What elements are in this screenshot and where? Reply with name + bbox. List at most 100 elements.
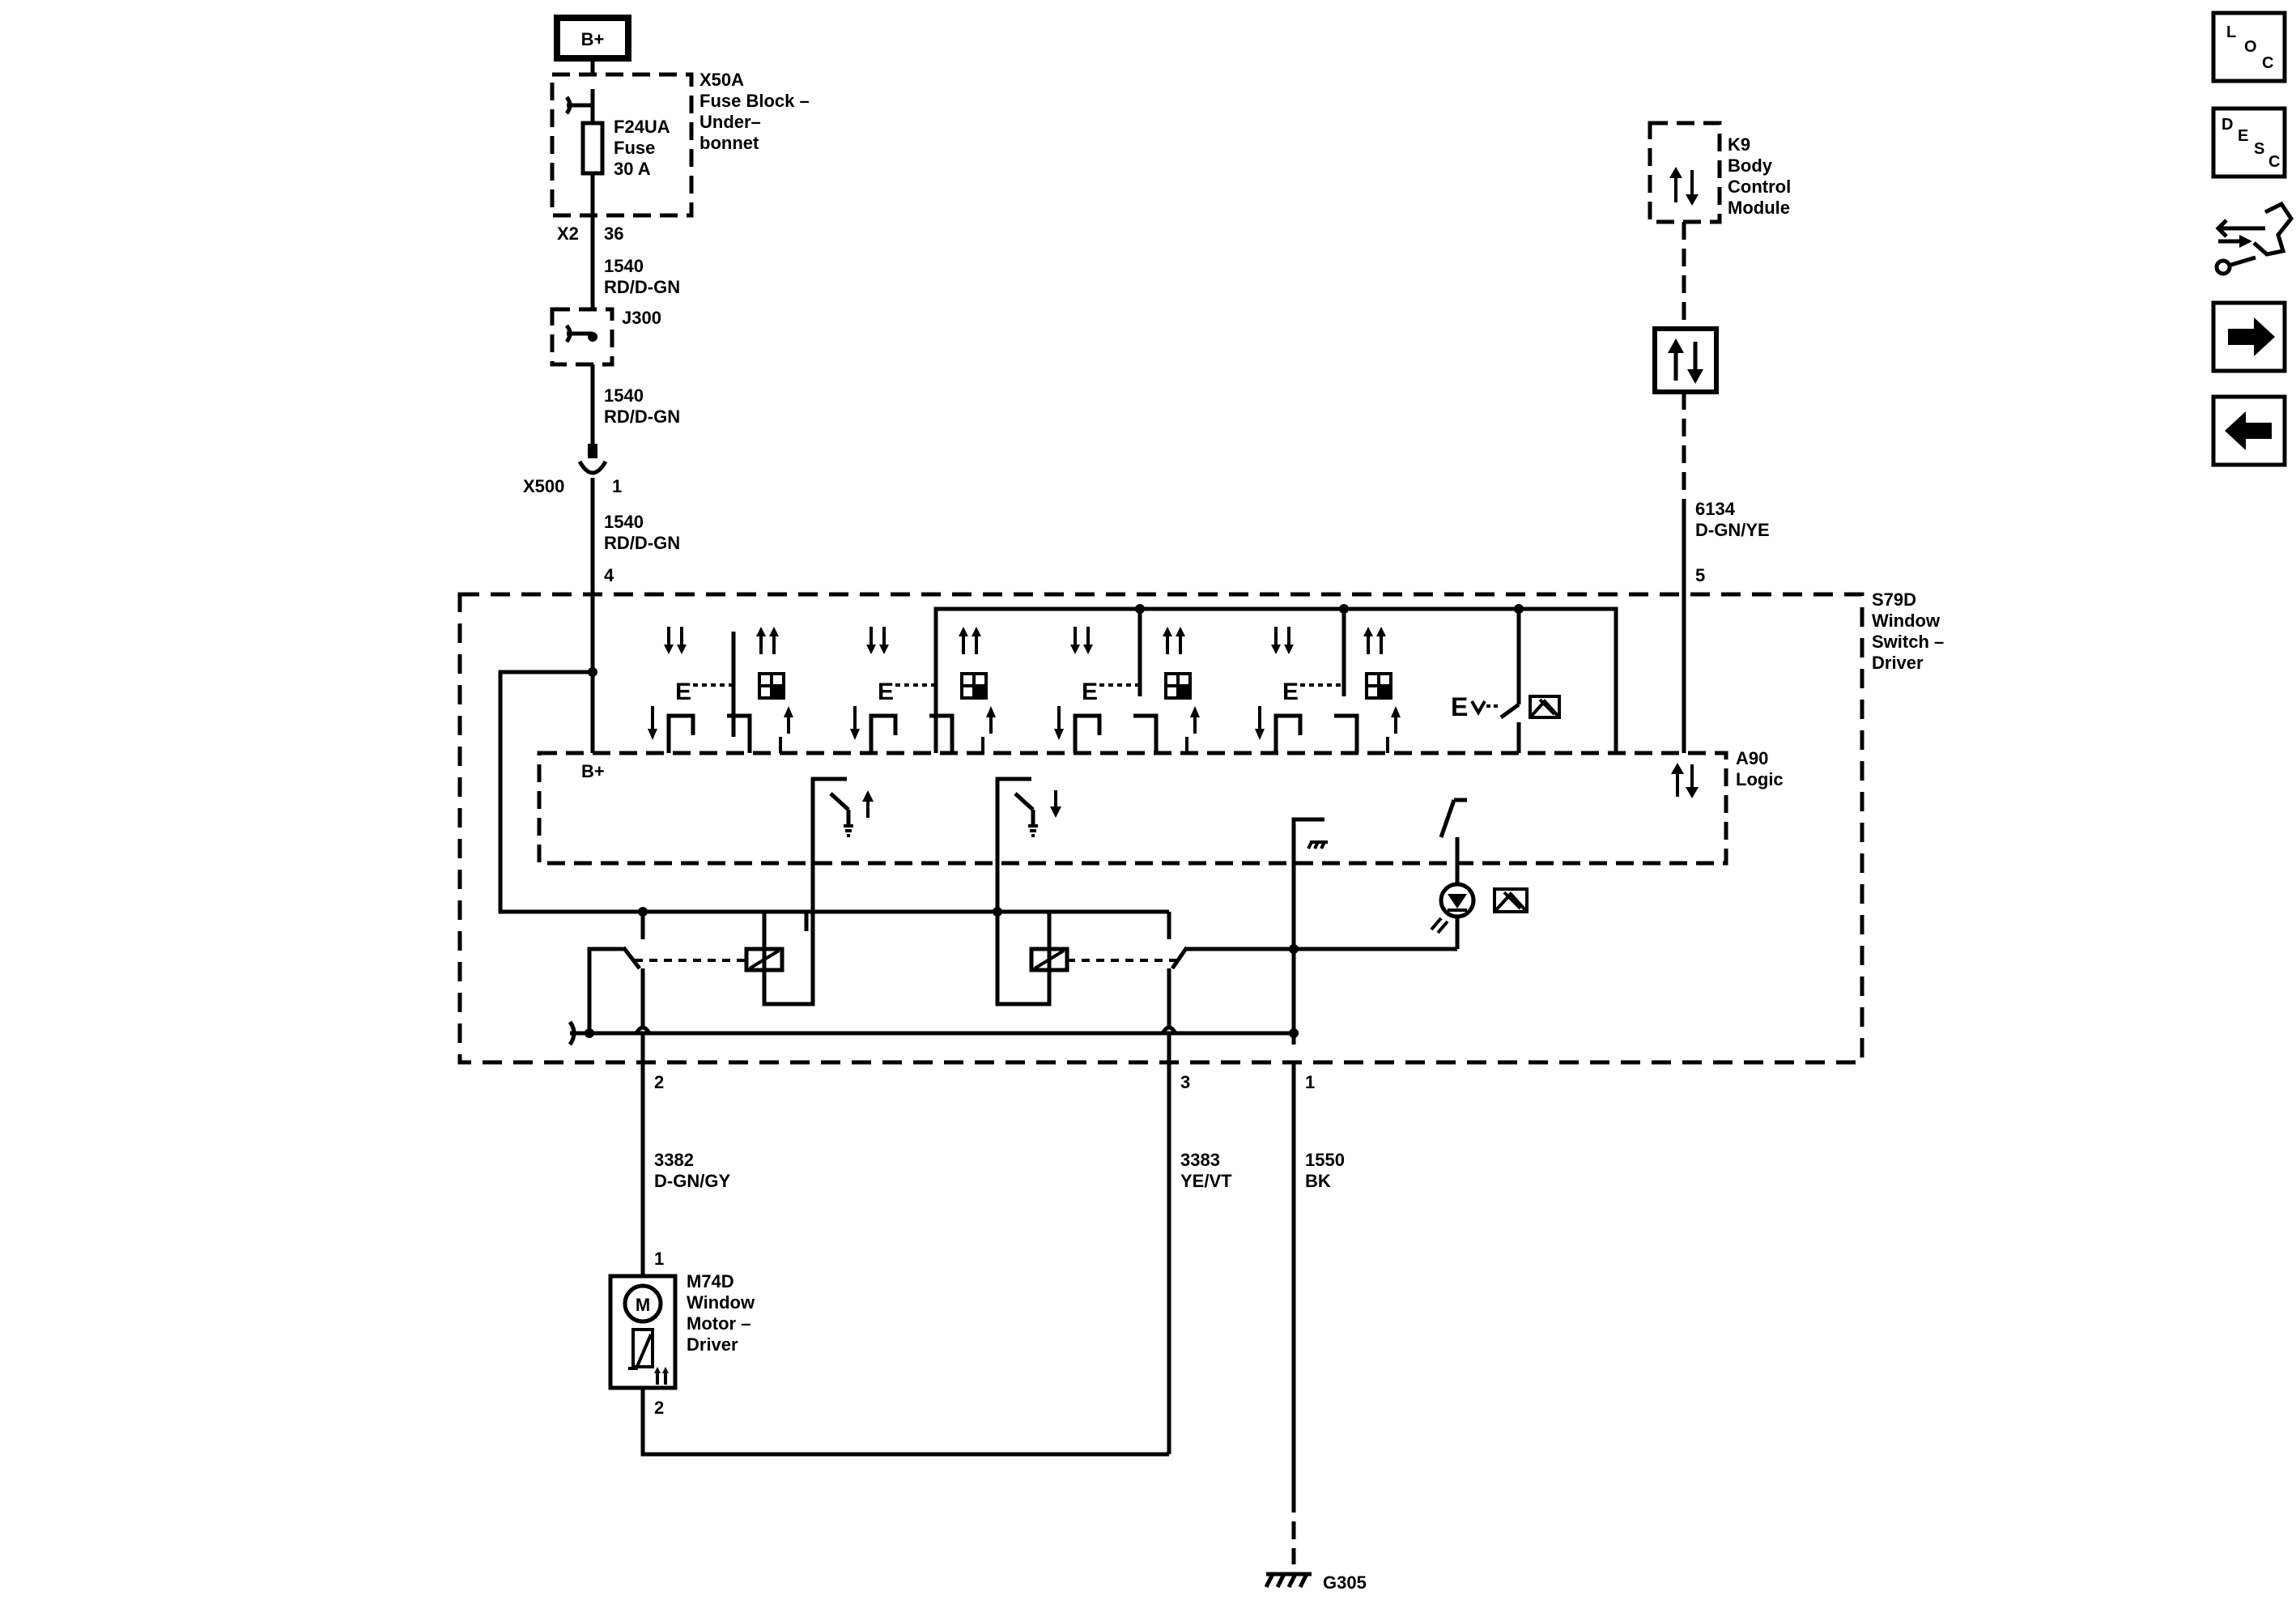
splice-j300-label: J300 bbox=[622, 308, 661, 328]
description-icon: D E S C bbox=[2222, 116, 2280, 171]
pin-1: 1 bbox=[1305, 1072, 1315, 1092]
svg-text:E: E bbox=[2238, 127, 2248, 145]
bcm-name-3: Module bbox=[1728, 198, 1790, 218]
window-lockout-switch: E bbox=[1451, 692, 1561, 753]
motor-name-1: Window bbox=[687, 1292, 755, 1313]
location-icon: L O C bbox=[2226, 23, 2273, 72]
wire-1540-c-color: RD/D-GN bbox=[604, 533, 680, 553]
wire-1540-b-color: RD/D-GN bbox=[604, 406, 680, 427]
next-arrow-icon bbox=[2228, 317, 2275, 356]
motor-id: M74D bbox=[687, 1271, 734, 1291]
logic-driver-up bbox=[810, 777, 874, 912]
logic-name: Logic bbox=[1736, 769, 1784, 789]
wire-1540-c-circuit: 1540 bbox=[604, 512, 644, 532]
connector-x500: X500 1 bbox=[523, 444, 622, 496]
fuse-block-name-1: Fuse Block – bbox=[699, 91, 810, 111]
switch-group-2: E bbox=[850, 627, 996, 753]
wire-3382-circuit: 3382 bbox=[654, 1150, 694, 1170]
fuse-block-x50a: X50A Fuse Block – Under– bonnet F24UA Fu… bbox=[550, 70, 810, 218]
fuse-symbol bbox=[580, 121, 605, 176]
back-button[interactable] bbox=[2211, 394, 2287, 467]
switch-group-1: E bbox=[648, 627, 793, 753]
down-arrows-icon bbox=[866, 627, 889, 654]
pin-2: 2 bbox=[654, 1072, 664, 1092]
position-sensor-icon bbox=[960, 672, 988, 700]
svg-text:D: D bbox=[2222, 116, 2233, 134]
switch-name-1: Window bbox=[1872, 611, 1941, 631]
up-arrows-icon bbox=[1163, 627, 1185, 654]
pin-3: 3 bbox=[1180, 1072, 1190, 1092]
motor-symbol: M bbox=[636, 1295, 650, 1315]
connector-x500-pin: 1 bbox=[612, 476, 622, 496]
fuse-label-1: F24UA bbox=[614, 117, 670, 137]
splice-j300: J300 bbox=[550, 307, 661, 367]
logic-driver-down bbox=[995, 777, 1061, 912]
back-arrow-icon bbox=[2225, 411, 2272, 450]
next-button[interactable] bbox=[2211, 300, 2287, 373]
switch-group-3: E bbox=[1054, 627, 1200, 753]
wire-1550-color: BK bbox=[1305, 1171, 1331, 1191]
wire-6134-circuit: 6134 bbox=[1695, 499, 1736, 519]
repair-button[interactable] bbox=[2214, 201, 2294, 276]
down-arrows-icon bbox=[1271, 627, 1294, 654]
desc-button[interactable]: D E S C bbox=[2211, 106, 2287, 179]
relay-down bbox=[995, 912, 1179, 1006]
wire-1540-a-circuit: 1540 bbox=[604, 256, 644, 276]
switch-id: S79D bbox=[1872, 589, 1916, 610]
bcm-name-1: Body bbox=[1728, 155, 1773, 176]
relay-up bbox=[635, 912, 815, 1006]
wire-6134-color: D-GN/YE bbox=[1695, 520, 1770, 540]
svg-text:C: C bbox=[2268, 153, 2280, 171]
ground-label: G305 bbox=[1323, 1572, 1367, 1593]
logic-serial-arrow-icon bbox=[1671, 763, 1699, 798]
loc-button[interactable]: L O C bbox=[2211, 11, 2287, 83]
wire-3382-color: D-GN/GY bbox=[654, 1171, 730, 1191]
fuse-block-name-2: Under– bbox=[699, 112, 761, 132]
svg-text:C: C bbox=[2262, 54, 2273, 72]
body-control-module-k9: K9 Body Control Module bbox=[1648, 121, 1791, 224]
express-mark: E bbox=[675, 679, 691, 705]
switch-name-3: Driver bbox=[1872, 653, 1924, 673]
up-arrow-icon bbox=[862, 790, 874, 818]
illumination-led bbox=[1430, 798, 1529, 949]
lockout-express-mark: E bbox=[1451, 692, 1468, 721]
up-arrows-icon bbox=[756, 627, 779, 654]
fuse-block-id: X50A bbox=[699, 70, 744, 90]
logic-ground bbox=[1291, 817, 1328, 1045]
power-source: B+ bbox=[554, 15, 631, 62]
up-arrows-icon bbox=[1363, 627, 1386, 654]
motor-sensor-arrows-icon bbox=[654, 1367, 669, 1385]
express-mark: E bbox=[1282, 679, 1299, 705]
wire-1540-a-color: RD/D-GN bbox=[604, 277, 680, 297]
express-mark: E bbox=[1082, 679, 1098, 705]
switch-group-4: E bbox=[1255, 627, 1401, 753]
ground-g305: G305 bbox=[1264, 1572, 1367, 1593]
bcm-name-2: Control bbox=[1728, 177, 1791, 197]
fuse-block-name-3: bonnet bbox=[699, 133, 759, 153]
logic-bplus: B+ bbox=[581, 761, 605, 781]
express-mark: E bbox=[878, 679, 894, 705]
serial-data-icon bbox=[1652, 326, 1719, 394]
wire-3383-circuit: 3383 bbox=[1180, 1150, 1220, 1170]
window-switch-s79d: S79D Window Switch – Driver bbox=[457, 589, 1944, 1065]
svg-text:S: S bbox=[2254, 140, 2264, 158]
fuse-label-3: 30 A bbox=[614, 159, 651, 179]
svg-text:O: O bbox=[2244, 38, 2257, 56]
logic-id: A90 bbox=[1736, 748, 1768, 768]
motor-pin-top: 1 bbox=[654, 1249, 664, 1269]
wire-1550-circuit: 1550 bbox=[1305, 1150, 1345, 1170]
bcm-id: K9 bbox=[1728, 134, 1750, 155]
connector-x2-pin: 36 bbox=[604, 223, 623, 244]
switch-name-2: Switch – bbox=[1872, 632, 1944, 652]
pin-5: 5 bbox=[1695, 565, 1705, 585]
fuse-label-2: Fuse bbox=[614, 138, 655, 158]
window-lock-indicator-icon bbox=[1493, 887, 1529, 913]
power-label: B+ bbox=[581, 29, 605, 49]
down-arrows-icon bbox=[1070, 627, 1093, 654]
wire-1540-b-circuit: 1540 bbox=[604, 385, 644, 406]
pin-4: 4 bbox=[604, 565, 614, 585]
position-sensor-icon bbox=[758, 672, 785, 700]
position-sensor-icon bbox=[1365, 672, 1392, 700]
down-arrows-icon bbox=[664, 627, 687, 654]
